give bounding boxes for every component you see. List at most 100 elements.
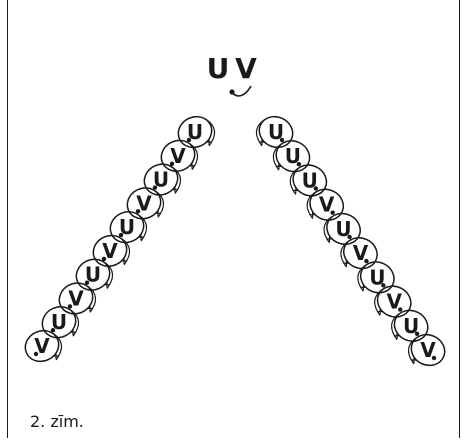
figure-frame xyxy=(7,0,460,438)
right-chain-ring xyxy=(393,309,429,342)
left-chain-joint-dot xyxy=(118,232,124,238)
right-chain-arrow-arc xyxy=(374,289,383,316)
right-chain-unit: U xyxy=(272,140,311,173)
left-chain-arrow-arc xyxy=(53,333,63,361)
left-chain-arrow-arc xyxy=(206,119,216,147)
left-chain-unit: U xyxy=(41,306,80,339)
right-chain-letter: V xyxy=(386,290,402,314)
right-chain-joint-dot xyxy=(279,137,285,143)
left-chain-letter: V xyxy=(102,239,118,263)
left-chain-letter: V xyxy=(68,286,84,310)
left-chain-unit: U xyxy=(143,163,182,196)
right-chain-ring xyxy=(258,115,294,149)
left-chain-letter: U xyxy=(51,310,67,334)
left-chain-arrow-arc xyxy=(70,309,80,337)
right-chain-unit: V xyxy=(340,236,378,270)
right-chain-ring xyxy=(410,333,446,367)
right-chain-arrow-arc xyxy=(407,337,417,365)
right-chain-joint-dot xyxy=(296,162,302,167)
right-chain-joint-dot xyxy=(313,186,318,191)
right-chain-ring xyxy=(275,140,311,173)
right-chain-joint-dot xyxy=(330,210,335,215)
left-chain-ring xyxy=(75,258,111,291)
left-chain-ring xyxy=(126,187,162,220)
right-chain-ring xyxy=(326,212,361,246)
left-chain-joint-dot xyxy=(186,137,192,143)
left-chain-ring xyxy=(41,306,77,339)
right-chain-arrow-arc xyxy=(255,119,265,147)
right-chain-arrow-arc xyxy=(306,192,316,220)
left-chain-unit: V xyxy=(92,234,131,268)
right-chain-ring xyxy=(359,261,395,294)
right-chain-letter: U xyxy=(285,144,301,168)
left-chain-arrow-arc xyxy=(172,167,182,194)
top-pair-right-letter: V xyxy=(235,52,257,85)
right-chain-ring xyxy=(376,285,412,318)
right-chain-joint-dot xyxy=(414,331,420,336)
right-chain-unit: U xyxy=(323,212,361,246)
left-chain-ring xyxy=(109,210,145,244)
right-chain-letter: U xyxy=(369,265,385,289)
left-chain-ring xyxy=(177,115,213,149)
top-pair-tail-curve xyxy=(231,85,252,97)
right-chain-ring xyxy=(292,164,328,197)
left-chain-joint-dot xyxy=(101,256,107,262)
right-chain-ring xyxy=(309,188,345,221)
right-chain-joint-dot xyxy=(364,258,369,264)
right-chain-arrow-arc xyxy=(272,143,282,171)
right-chain-joint-dot xyxy=(381,283,386,288)
right-chain-letter: U xyxy=(302,168,318,192)
left-chain-arrow-arc xyxy=(121,238,131,266)
left-chain-joint-dot xyxy=(33,351,39,357)
left-chain-joint-dot xyxy=(67,304,73,309)
left-chain-letter: U xyxy=(153,168,169,192)
right-chain-ring xyxy=(343,236,378,270)
left-chain-joint-dot xyxy=(50,328,56,333)
right-chain-unit: U xyxy=(289,164,328,197)
right-chain-letter: V xyxy=(420,338,436,362)
left-chain-arrow-arc xyxy=(138,214,148,242)
left-chain-unit: V xyxy=(58,282,97,315)
left-chain-arrow-arc xyxy=(104,262,114,290)
left-chain-arrow-arc xyxy=(189,143,199,171)
left-chain-joint-dot xyxy=(152,185,158,190)
left-chain-ring xyxy=(92,234,128,268)
left-chain-unit: V xyxy=(24,329,63,363)
right-chain-arrow-arc xyxy=(340,240,349,268)
left-chain-arrow-arc xyxy=(87,285,97,313)
right-chain-unit: U xyxy=(357,261,395,294)
left-chain-letter: V xyxy=(170,144,186,168)
right-chain-arrow-arc xyxy=(323,216,332,244)
left-chain-unit: U xyxy=(177,115,216,149)
left-chain-unit: U xyxy=(109,210,148,244)
right-chain-joint-dot xyxy=(398,307,403,312)
right-chain-arrow-arc xyxy=(289,167,299,195)
right-chain-letter: V xyxy=(353,241,369,265)
left-chain-unit: U xyxy=(75,258,114,291)
right-chain-unit: U xyxy=(255,115,294,149)
left-chain-unit: V xyxy=(126,187,165,220)
right-chain-unit: V xyxy=(306,188,345,221)
left-chain-joint-dot xyxy=(84,280,90,285)
left-chain-letter: U xyxy=(85,263,101,287)
left-chain-letter: U xyxy=(187,120,203,144)
right-chain-unit: V xyxy=(407,333,446,367)
right-chain-letter: U xyxy=(403,314,419,338)
left-chain-letter: V xyxy=(34,334,50,358)
top-uv-pair: U V xyxy=(207,52,257,97)
right-chain-unit: V xyxy=(374,285,412,318)
left-chain-letter: V xyxy=(136,191,152,215)
left-chain-arrow-arc xyxy=(155,190,165,218)
left-chain-ring xyxy=(58,282,94,315)
left-chain-ring xyxy=(160,139,196,172)
right-chain-arrow-arc xyxy=(391,313,400,341)
left-chain-ring xyxy=(24,329,60,363)
top-pair-left-letter: U xyxy=(207,52,230,85)
left-chain-unit: V xyxy=(160,139,199,172)
left-chain-letter: U xyxy=(119,215,135,239)
right-chain-joint-dot xyxy=(347,234,352,240)
right-chain-arrow-arc xyxy=(357,264,366,292)
